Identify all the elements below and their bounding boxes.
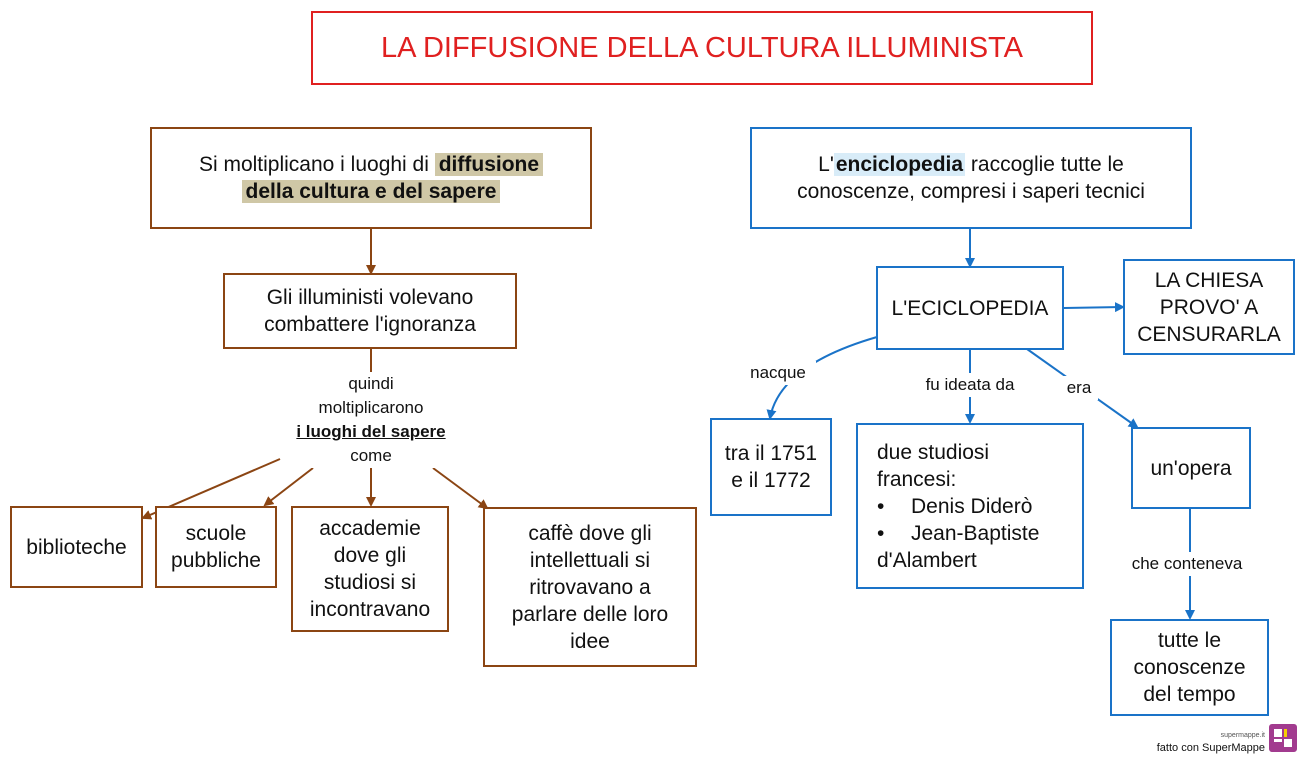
knowledge-box: tutte le conoscenze del tempo	[1110, 619, 1269, 716]
left-top-box: Si moltiplicano i luoghi di diffusione d…	[150, 127, 592, 229]
footer-site: supermappe.it	[1220, 732, 1265, 739]
chiesa-box: LA CHIESA PROVO' A CENSURARLA	[1123, 259, 1295, 355]
illuministi-text: Gli illuministi volevano combattere l'ig…	[264, 286, 476, 336]
place-accademie-text: accademie dove gli studiosi si incontrav…	[309, 517, 431, 621]
author-diderot: Denis Diderò	[877, 493, 1032, 520]
supermappe-logo-icon	[1269, 724, 1297, 752]
right-top-text: L'enciclopedia raccoglie tutte le conosc…	[766, 151, 1176, 205]
label-come: come	[350, 446, 392, 465]
highlight-enciclopedia: enciclopedia	[833, 153, 966, 176]
knowledge-text: tutte le conoscenze del tempo	[1133, 629, 1246, 706]
bullet-icon: •	[877, 521, 885, 545]
authors-intro: due studiosi francesi:	[877, 440, 990, 491]
place-biblioteche-text: biblioteche	[26, 535, 127, 559]
page-title-text: LA DIFFUSIONE DELLA CULTURA ILLUMINISTA	[381, 31, 1023, 64]
left-top-prefix: Si moltiplicano i luoghi di	[198, 153, 435, 176]
opera-text: un'opera	[1150, 456, 1232, 480]
place-scuole-text: scuole pubbliche	[171, 522, 261, 572]
right-top-box: L'enciclopedia raccoglie tutte le conosc…	[750, 127, 1192, 229]
author-alambert-wrap: •Jean-Baptiste d'Alambert	[877, 520, 1077, 574]
place-accademie: accademie dove gli studiosi si incontrav…	[291, 506, 449, 632]
label-moltiplicarono: moltiplicarono	[318, 398, 424, 417]
place-caffe-text: caffè dove gli intellettuali si ritrovav…	[511, 521, 669, 653]
label-era: era	[1060, 376, 1098, 400]
left-top-text: Si moltiplicano i luoghi di diffusione d…	[171, 151, 571, 205]
enciclopedia-center-text: L'ECICLOPEDIA	[891, 296, 1049, 320]
authors-list: Denis Diderò	[877, 493, 1032, 520]
label-luoghi-sapere: i luoghi del sapere	[296, 422, 446, 441]
highlight-cultura-sapere: della cultura e del sapere	[241, 180, 501, 203]
right-top-suffix: raccoglie tutte le conoscenze, compresi …	[797, 153, 1145, 203]
page-title: LA DIFFUSIONE DELLA CULTURA ILLUMINISTA	[311, 11, 1093, 85]
highlight-diffusione: diffusione	[434, 153, 544, 176]
connector-label-quindi: quindi moltiplicarono i luoghi del saper…	[296, 372, 446, 468]
right-top-prefix: L'	[818, 153, 834, 176]
illuministi-box: Gli illuministi volevano combattere l'ig…	[223, 273, 517, 349]
author-alambert: Jean-Baptiste d'Alambert	[877, 521, 1040, 572]
authors-box: due studiosi francesi: Denis Diderò •Jea…	[856, 423, 1084, 589]
place-caffe: caffè dove gli intellettuali si ritrovav…	[483, 507, 697, 667]
years-box: tra il 1751 e il 1772	[710, 418, 832, 516]
enciclopedia-center-box: L'ECICLOPEDIA	[876, 266, 1064, 350]
opera-box: un'opera	[1131, 427, 1251, 509]
place-biblioteche: biblioteche	[10, 506, 143, 588]
label-fu-ideata-da: fu ideata da	[908, 373, 1032, 397]
label-nacque: nacque	[740, 361, 816, 385]
footer-text: fatto con SuperMappe	[1156, 742, 1265, 754]
footer: supermappe.it fatto con SuperMappe	[1157, 730, 1265, 754]
place-scuole: scuole pubbliche	[155, 506, 277, 588]
label-quindi: quindi	[348, 374, 394, 393]
years-text: tra il 1751 e il 1772	[724, 442, 818, 492]
chiesa-text: LA CHIESA PROVO' A CENSURARLA	[1137, 268, 1281, 346]
label-che-conteneva: che conteneva	[1114, 552, 1260, 576]
